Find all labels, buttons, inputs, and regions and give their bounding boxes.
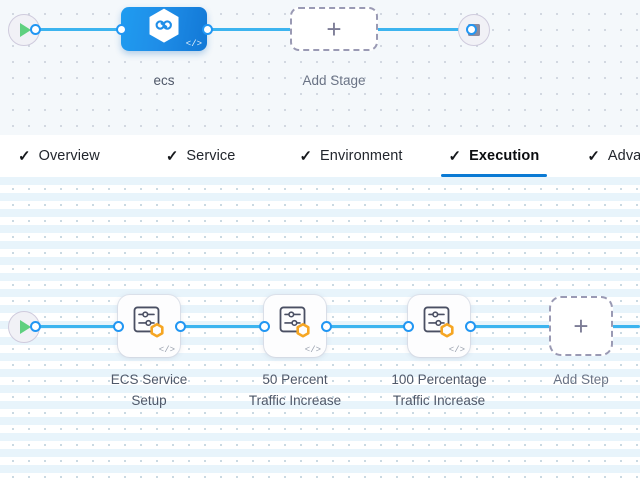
tab-service[interactable]: ✓ Service	[156, 135, 246, 177]
check-icon: ✓	[299, 147, 313, 165]
tab-overview[interactable]: ✓ Overview	[8, 135, 110, 177]
tab-environment-label: Environment	[320, 148, 403, 164]
stage-node-ecs[interactable]: </>	[121, 7, 207, 51]
step3-output-port[interactable]	[465, 321, 476, 332]
stage-start-port[interactable]	[30, 24, 41, 35]
stage-node-label: ecs	[153, 73, 175, 88]
step-node-label: 50 Percent Traffic Increase	[248, 372, 342, 408]
code-marker-icon: </>	[158, 345, 175, 355]
tab-execution-label: Execution	[469, 148, 540, 164]
tab-environment[interactable]: ✓ Environment	[289, 135, 412, 177]
check-icon: ✓	[18, 147, 31, 165]
code-marker-icon: </>	[448, 345, 465, 355]
stage-canvas[interactable]: </> ecs + Add Stage	[0, 0, 640, 135]
stage-wire-start-to-ecs	[28, 28, 132, 31]
tab-execution[interactable]: ✓ Execution	[439, 135, 550, 177]
tab-overview-label: Overview	[38, 148, 100, 164]
step-settings-icon	[132, 305, 166, 344]
code-marker-icon: </>	[185, 39, 202, 49]
step1-output-port[interactable]	[175, 321, 186, 332]
tab-service-label: Service	[186, 148, 236, 164]
plus-icon: +	[326, 13, 342, 44]
step-node-label: 100 Percentage Traffic Increase	[391, 372, 487, 408]
execution-canvas[interactable]: </> ECS Service Setup	[0, 177, 640, 480]
tab-advanced-label: Advanced	[607, 148, 640, 164]
check-icon: ✓	[165, 147, 179, 165]
tab-bar: ✓ Overview ✓ Service ✓ Environment ✓ Exe…	[0, 135, 640, 177]
step-node-label: ECS Service Setup	[110, 372, 188, 408]
active-tab-indicator	[440, 174, 548, 177]
step2-input-port[interactable]	[259, 321, 270, 332]
add-step-label: Add Step	[553, 372, 609, 387]
orange-hexagon-badge	[296, 322, 310, 338]
step-settings-icon	[278, 305, 312, 344]
stage-ecs-input-port[interactable]	[116, 24, 127, 35]
exec-wire-step2-to-step3	[320, 325, 410, 328]
add-stage-label: Add Stage	[302, 73, 366, 88]
exec-wire-start-to-step1	[28, 325, 130, 328]
exec-wire-add-to-right	[612, 325, 640, 328]
hexagon-infinity-icon	[147, 7, 181, 49]
stage-end-port[interactable]	[466, 24, 477, 35]
step-node-100-percentage-traffic-increase[interactable]: </>	[408, 295, 470, 357]
play-icon	[20, 320, 31, 334]
stage-wire-ecs-to-add	[208, 28, 304, 31]
add-step-button[interactable]: +	[549, 296, 613, 356]
stage-wire-add-to-end	[376, 28, 472, 31]
orange-hexagon-badge	[440, 322, 454, 338]
add-stage-button[interactable]: +	[290, 7, 378, 51]
check-icon: ✓	[587, 147, 600, 165]
step3-input-port[interactable]	[403, 321, 414, 332]
code-marker-icon: </>	[304, 345, 321, 355]
step-settings-icon	[422, 305, 456, 344]
step2-output-port[interactable]	[321, 321, 332, 332]
exec-wire-step1-to-step2	[178, 325, 274, 328]
exec-start-port[interactable]	[30, 321, 41, 332]
orange-hexagon-badge	[150, 322, 164, 338]
check-icon: ✓	[448, 147, 462, 165]
step-node-ecs-service-setup[interactable]: </>	[118, 295, 180, 357]
plus-icon: +	[573, 310, 589, 341]
stage-ecs-output-port[interactable]	[202, 24, 213, 35]
step-node-50-percent-traffic-increase[interactable]: </>	[264, 295, 326, 357]
step1-input-port[interactable]	[113, 321, 124, 332]
tab-advanced[interactable]: ✓ Advanced	[577, 135, 640, 177]
exec-wire-step3-to-add	[466, 325, 554, 328]
play-icon	[20, 23, 31, 37]
